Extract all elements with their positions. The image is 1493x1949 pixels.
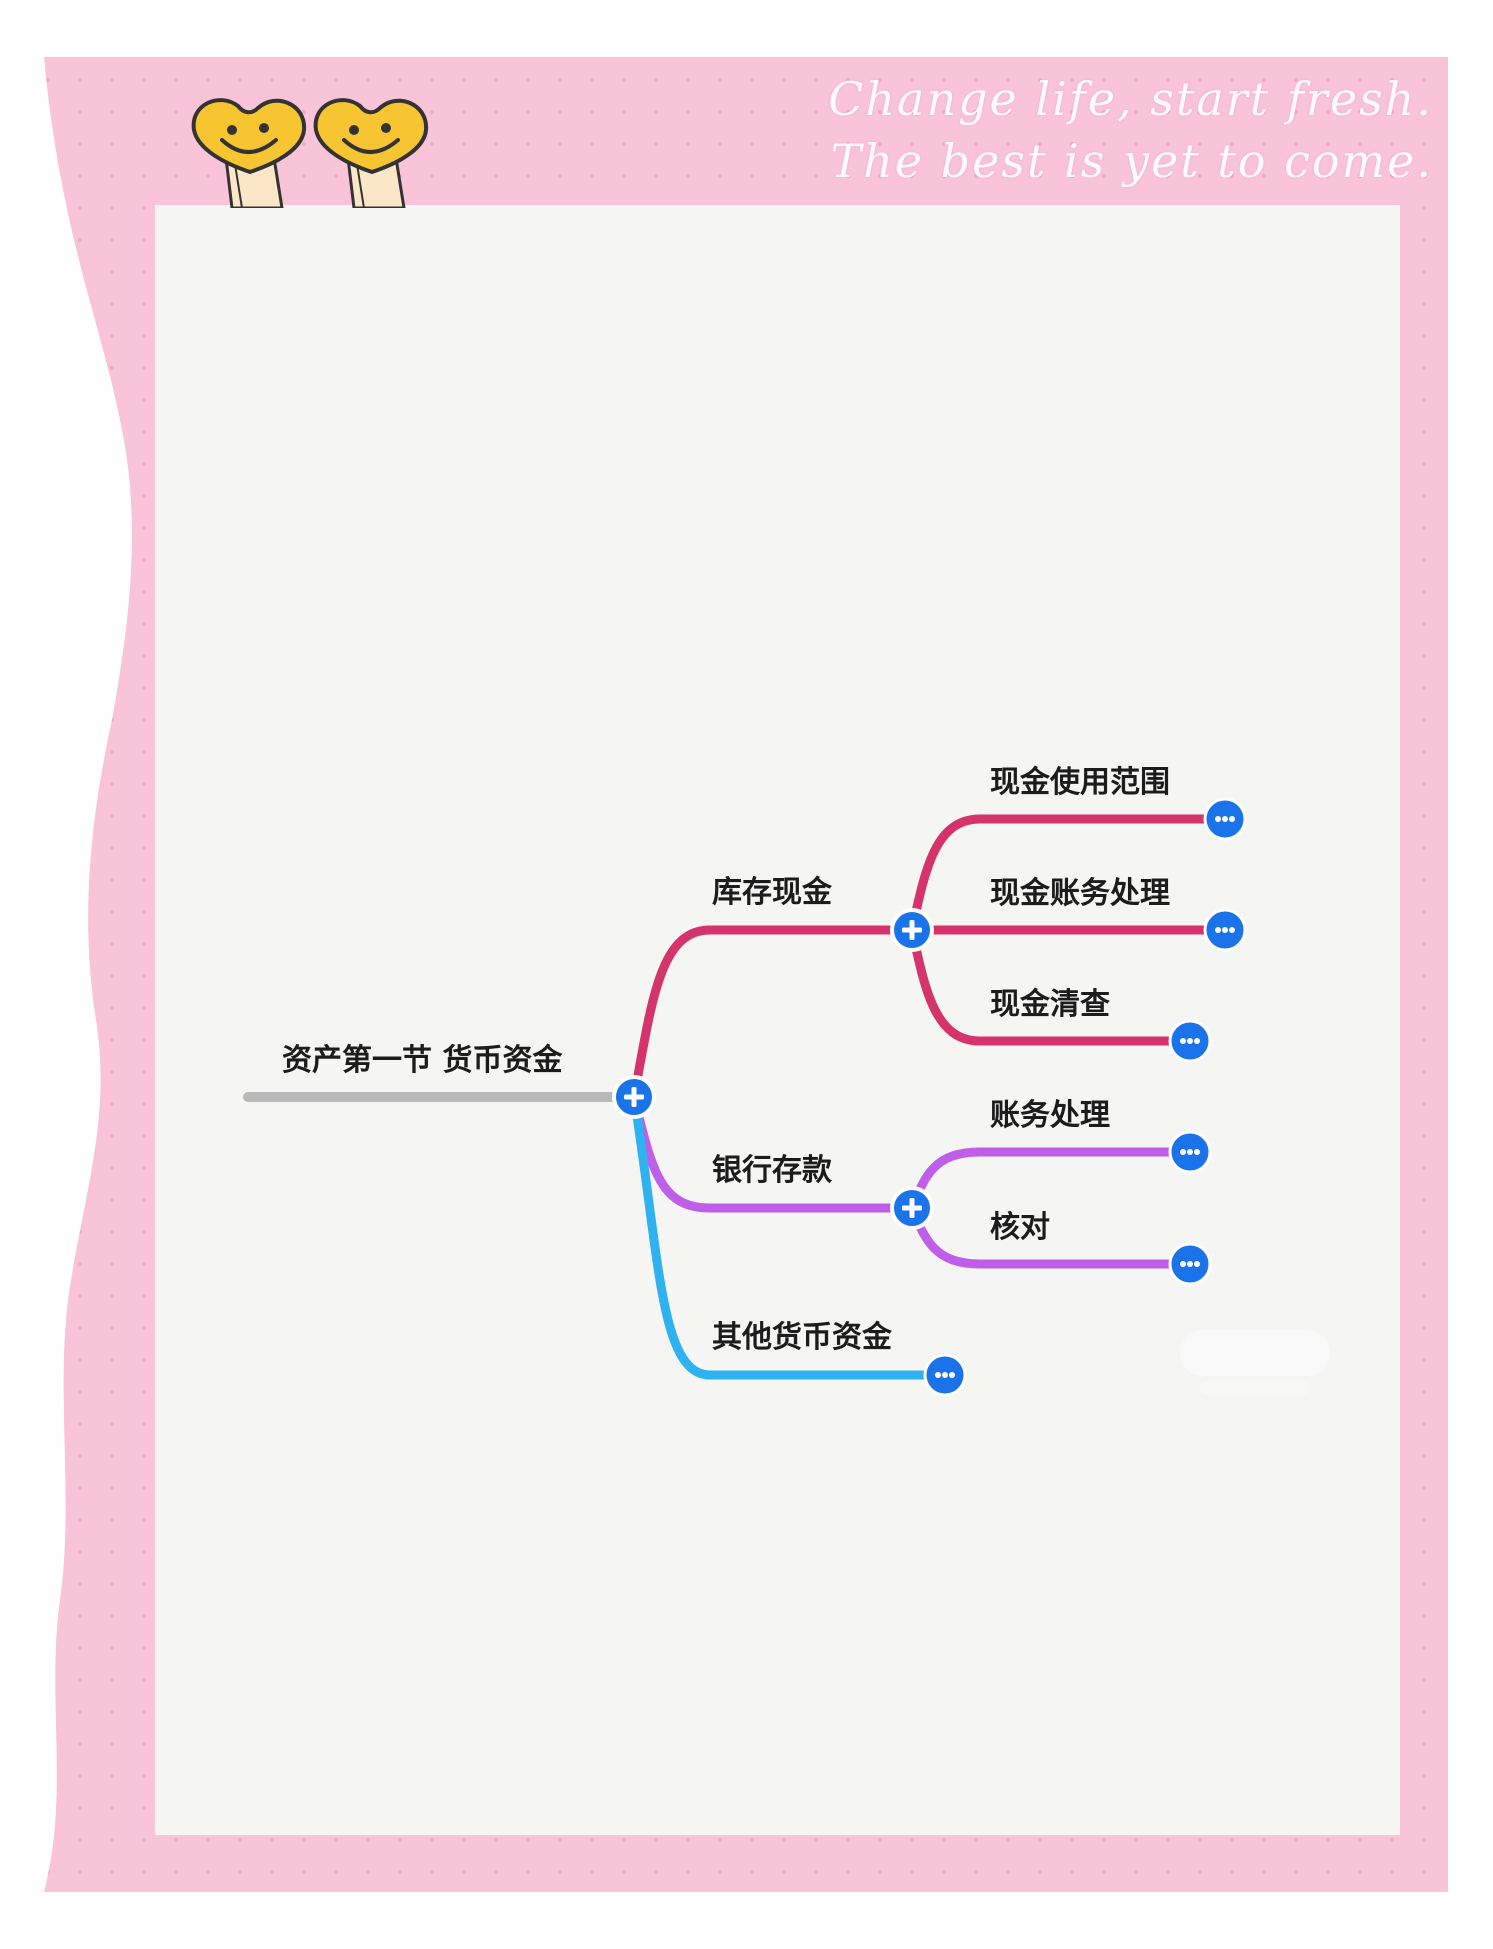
leaf-label-bank-accounting: 账务处理 <box>990 1098 1110 1133</box>
root-label: 资产第一节 货币资金 <box>282 1043 563 1078</box>
more-dots-icon <box>1215 816 1235 822</box>
cash-check-more-button[interactable] <box>1168 1019 1212 1063</box>
more-dots-icon <box>1180 1261 1200 1267</box>
smiley-heart-icon <box>191 98 307 208</box>
leaf-line-bank-accounting <box>907 1147 1195 1213</box>
leaf-label-cash-check: 现金清查 <box>990 987 1110 1022</box>
more-dots-icon <box>1180 1149 1200 1155</box>
root-expand-button[interactable] <box>612 1075 656 1119</box>
more-dots-icon <box>1215 927 1235 933</box>
cash-expand-button[interactable] <box>890 908 934 952</box>
slogan-line-2: The best is yet to come. <box>830 134 1433 188</box>
leaf-line-cash-check <box>907 925 1195 1046</box>
more-dots-icon <box>935 1372 955 1378</box>
slogan-line-1: Change life, start fresh. <box>828 72 1433 126</box>
cash-scope-more-button[interactable] <box>1203 797 1247 841</box>
plus-icon <box>624 1087 644 1107</box>
plus-icon <box>902 920 922 940</box>
smiley-heart-icon <box>313 98 429 208</box>
decorations <box>191 98 429 208</box>
leaf-line-cash-scope <box>907 814 1230 935</box>
branch-line-other <box>629 1092 950 1380</box>
more-dots-icon <box>1180 1038 1200 1044</box>
branch-label-other: 其他货币资金 <box>712 1320 893 1355</box>
leaf-label-cash-accounting: 现金账务处理 <box>990 876 1170 911</box>
branch-label-bank: 银行存款 <box>712 1153 833 1188</box>
branch-label-cash: 库存现金 <box>712 875 833 910</box>
bank-reconcile-more-button[interactable] <box>1168 1242 1212 1286</box>
bank-expand-button[interactable] <box>890 1186 934 1230</box>
leaf-label-cash-scope: 现金使用范围 <box>990 765 1170 800</box>
leaf-line-bank-reconcile <box>907 1203 1195 1269</box>
cash-accounting-more-button[interactable] <box>1203 908 1247 952</box>
leaf-label-bank-reconcile: 核对 <box>990 1210 1050 1245</box>
other-funds-more-button[interactable] <box>923 1353 967 1397</box>
watermark-mark <box>1180 1330 1330 1394</box>
bank-accounting-more-button[interactable] <box>1168 1130 1212 1174</box>
branch-line-cash <box>629 925 917 1102</box>
plus-icon <box>902 1198 922 1218</box>
